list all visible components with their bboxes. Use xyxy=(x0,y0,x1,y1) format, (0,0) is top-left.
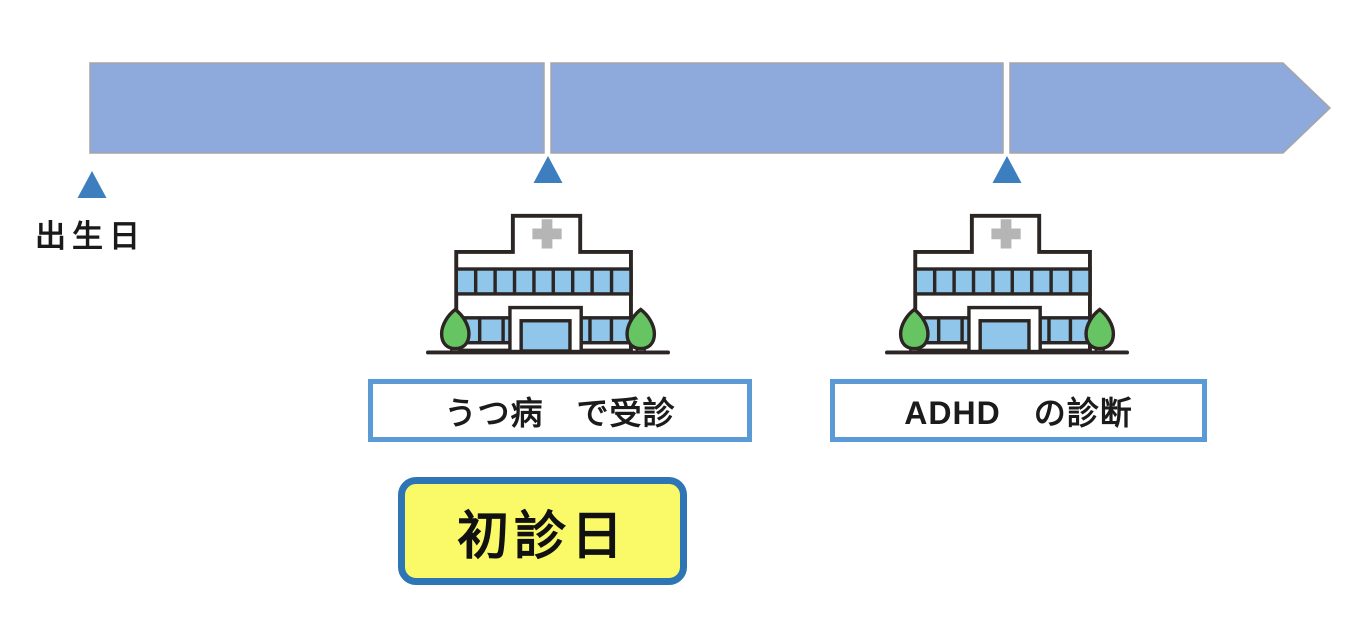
first-visit-marker-icon xyxy=(533,156,563,183)
adhd-diagnosis-label: ADHD の診断 xyxy=(904,394,1133,431)
timeline-segment-2 xyxy=(550,62,1004,154)
first-visit-date-box: 初診日 xyxy=(398,477,687,585)
depression-visit-label: うつ病 で受診 xyxy=(444,394,676,431)
hospital-icon xyxy=(425,213,670,355)
diagnosis-marker-icon xyxy=(992,156,1022,183)
depression-visit-box: うつ病 で受診 xyxy=(368,379,752,442)
hospital-icon xyxy=(885,213,1129,355)
birth-marker-icon xyxy=(77,171,107,198)
adhd-diagnosis-box: ADHD の診断 xyxy=(830,379,1207,442)
birth-date-label: 出生日 xyxy=(35,219,146,254)
timeline-segment-1 xyxy=(89,62,545,154)
first-visit-date-label: 初診日 xyxy=(456,507,628,566)
timeline-arrow-icon xyxy=(1009,62,1332,154)
